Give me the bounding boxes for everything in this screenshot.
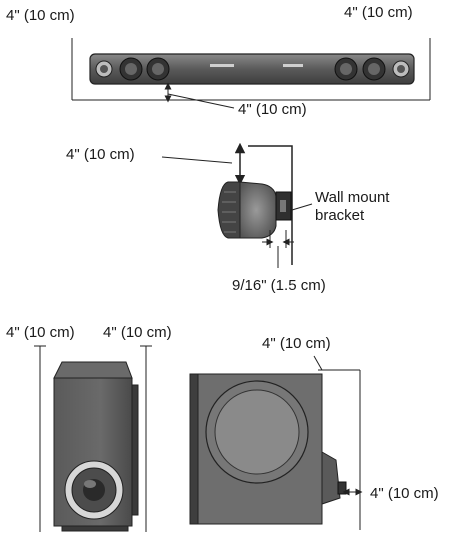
soundbar-left-clearance-label: 4" (10 cm) xyxy=(6,7,75,24)
soundbar-side-body xyxy=(239,181,277,239)
sub-driver-inner xyxy=(214,389,300,475)
sub-side-front-edge xyxy=(189,373,199,525)
sub-side-right-clearance-label: 4" (10 cm) xyxy=(370,485,439,502)
wall-mount-bracket-label-line2: bracket xyxy=(315,207,365,224)
soundbar-side-view: Wall mount bracket 4" (10 cm) 9/16" (1.5… xyxy=(66,142,390,294)
sub-front-base xyxy=(61,525,129,532)
soundbar-bottom-clearance-label: 4" (10 cm) xyxy=(238,101,307,118)
bracket-gap-label: 9/16" (1.5 cm) xyxy=(232,277,326,294)
sub-side-top-clearance-label: 4" (10 cm) xyxy=(262,335,331,352)
sub-front-left-clearance-label: 4" (10 cm) xyxy=(6,324,75,341)
sub-front-side-edge xyxy=(131,384,139,516)
wall-mount-bracket-label-line1: Wall mount xyxy=(315,189,390,206)
sub-rear-port xyxy=(321,451,341,505)
soundbar-controls xyxy=(283,64,303,67)
soundbar-front-view: 4" (10 cm) 4" (10 cm) 4" (10 cm) xyxy=(6,4,431,118)
sub-front-right-clearance-label: 4" (10 cm) xyxy=(103,324,172,341)
soundbar-side-grille xyxy=(217,181,241,239)
bracket-leader xyxy=(291,203,313,211)
bracket-hook xyxy=(280,200,286,212)
wall-outline xyxy=(248,145,293,265)
soundbar-side-profile xyxy=(217,181,277,239)
bottom-clearance-leader xyxy=(167,93,235,109)
soundbar-right-clearance-label: 4" (10 cm) xyxy=(344,4,413,21)
sub-front-top xyxy=(53,361,133,379)
side-top-clearance-label: 4" (10 cm) xyxy=(66,146,135,163)
soundbar-right-speakers xyxy=(334,57,410,81)
soundbar-body xyxy=(89,53,415,85)
sub-rear-connector xyxy=(337,481,347,495)
top-clearance-leader xyxy=(161,156,233,164)
soundbar-logo xyxy=(210,64,234,67)
subwoofer-side-view: 4" (10 cm) 4" (10 cm) xyxy=(189,335,439,530)
subwoofer-front-view: 4" (10 cm) 4" (10 cm) xyxy=(6,324,172,532)
sub-side-top-leader xyxy=(313,355,323,371)
soundbar-left-speakers xyxy=(95,57,170,81)
